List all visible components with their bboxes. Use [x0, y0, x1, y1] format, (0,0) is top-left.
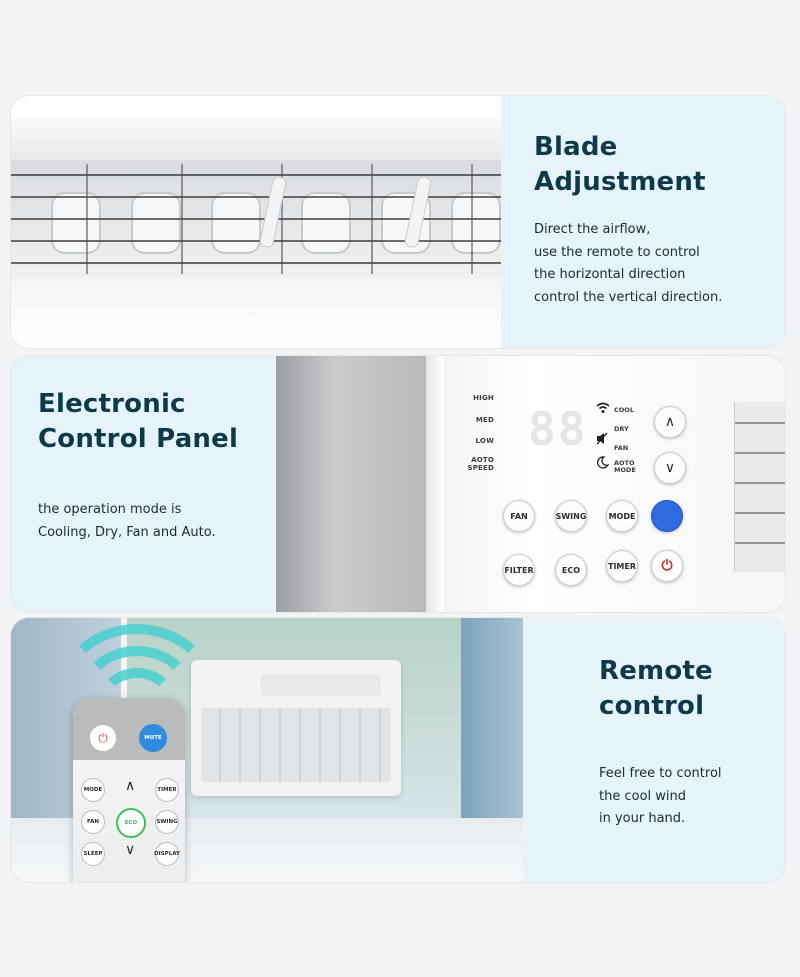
vent-grid-bar — [471, 164, 473, 274]
temperature-display: 88 — [528, 402, 588, 456]
remote-swing-button[interactable]: SWING — [155, 810, 179, 834]
window-ac-unit — [191, 660, 401, 796]
signal-icon — [77, 646, 197, 752]
eco-button[interactable]: ECO — [555, 554, 587, 586]
heading-line: Adjustment — [534, 167, 706, 197]
vent-lip — [11, 118, 501, 161]
fan-speed-label: AOTO SPEED — [467, 456, 494, 472]
section-heading: Electronic Control Panel — [38, 387, 238, 457]
control-panel-card: Electronic Control Panel the operation m… — [11, 356, 785, 612]
remote-display-button[interactable]: DISPLAY — [154, 842, 180, 866]
fan-blade — [51, 192, 101, 254]
mode-label: DRY — [614, 425, 629, 433]
louver — [735, 422, 785, 424]
louver — [735, 542, 785, 544]
blade-adjustment-card: Blade Adjustment Direct the airflow, use… — [11, 96, 785, 348]
remote-fan-button[interactable]: FAN — [81, 810, 105, 834]
mute-icon — [596, 432, 608, 448]
body-line: use the remote to control — [534, 244, 700, 260]
vent-grid-bar — [281, 164, 283, 274]
sleep-icon — [596, 456, 610, 472]
louver — [735, 452, 785, 454]
power-button[interactable]: ⏻ — [651, 550, 683, 582]
remote-top — [73, 698, 185, 760]
body-line: the cool wind — [599, 788, 687, 804]
vent-grid-bar — [86, 164, 88, 274]
fan-blade — [131, 192, 181, 254]
temp-up-button[interactable]: ∧ — [654, 406, 686, 438]
body-line: the horizontal direction — [534, 267, 686, 282]
louver — [11, 174, 501, 176]
body-line: Feel free to control — [599, 766, 722, 781]
swing-button[interactable]: SWING — [555, 500, 587, 532]
temp-down-button[interactable]: ∨ — [654, 452, 686, 484]
ac-side-housing — [276, 356, 426, 612]
heading-line: Remote — [599, 656, 713, 686]
wifi-button[interactable] — [651, 500, 683, 532]
vent-grid-bar — [371, 164, 373, 274]
heading-line: Control Panel — [38, 424, 239, 454]
remote-power-button[interactable]: ⏻ — [89, 724, 117, 752]
heading-line: Blade — [534, 132, 618, 162]
fan-speed-label: LOW — [475, 437, 494, 445]
blade-text-panel: Blade Adjustment Direct the airflow, use… — [501, 96, 785, 348]
ac-display-strip — [261, 674, 381, 696]
side-vent — [734, 402, 785, 572]
remote-photo: ⏻ MUTE MODE ∧ TIMER FAN ECO SWING SLEEP … — [11, 618, 523, 882]
remote-control-card: ⏻ MUTE MODE ∧ TIMER FAN ECO SWING SLEEP … — [11, 618, 785, 882]
vent-grid-bar — [181, 164, 183, 274]
fan-speed-label: MED — [475, 416, 494, 424]
section-heading: Blade Adjustment — [534, 130, 706, 200]
timer-button[interactable]: TIMER — [606, 550, 638, 582]
control-panel-photo: HIGH MED LOW AOTO SPEED 88 COOL DRY FAN … — [276, 356, 785, 612]
louver — [735, 512, 785, 514]
section-body: Feel free to control the cool wind in yo… — [599, 763, 722, 831]
louver — [11, 218, 501, 220]
ac-grill — [201, 708, 391, 782]
control-panel-text-panel: Electronic Control Panel the operation m… — [11, 356, 276, 612]
fan-blade — [301, 192, 351, 254]
louver — [735, 482, 785, 484]
ac-housing-edge — [426, 356, 444, 612]
section-body: the operation mode is Cooling, Dry, Fan … — [38, 499, 216, 544]
louver — [11, 262, 501, 264]
louver — [11, 196, 501, 198]
wifi-icon — [596, 402, 610, 417]
remote-text-panel: Remote control Feel free to control the … — [523, 618, 785, 882]
mode-label: AOTO MODE — [614, 459, 636, 474]
remote-timer-button[interactable]: TIMER — [155, 778, 179, 802]
mode-label: FAN — [614, 444, 629, 452]
louver — [11, 240, 501, 242]
fan-speed-label: HIGH — [473, 394, 494, 402]
fan-blade — [211, 192, 261, 254]
body-line: in your hand. — [599, 811, 686, 826]
filter-button[interactable]: FILTER — [503, 554, 535, 586]
body-line: control the vertical direction. — [534, 289, 723, 305]
remote-eco-button[interactable]: ECO — [116, 808, 146, 838]
remote-mode-button[interactable]: MODE — [81, 778, 105, 802]
body-line: Cooling, Dry, Fan and Auto. — [38, 524, 216, 540]
remote-up-button[interactable]: ∧ — [125, 778, 136, 794]
ac-vent-photo — [11, 96, 501, 348]
control-panel-face: HIGH MED LOW AOTO SPEED 88 COOL DRY FAN … — [444, 356, 744, 612]
heading-line: Electronic — [38, 389, 186, 419]
section-heading: Remote control — [599, 654, 713, 724]
remote-sleep-button[interactable]: SLEEP — [81, 842, 105, 866]
vent-bottom-panel — [11, 278, 501, 348]
fan-button[interactable]: FAN — [503, 500, 535, 532]
signal-icon — [97, 668, 177, 740]
fan-blade — [451, 192, 501, 254]
mode-button[interactable]: MODE — [606, 500, 638, 532]
remote-down-button[interactable]: ∨ — [125, 842, 136, 858]
remote-controller: ⏻ MUTE MODE ∧ TIMER FAN ECO SWING SLEEP … — [73, 698, 185, 882]
signal-icon — [57, 624, 217, 764]
section-body: Direct the airflow, use the remote to co… — [534, 219, 722, 309]
mode-label: COOL — [614, 406, 634, 414]
body-line: the operation mode is — [38, 502, 182, 517]
heading-line: control — [599, 691, 705, 721]
body-line: Direct the airflow, — [534, 222, 651, 237]
remote-mute-button[interactable]: MUTE — [139, 724, 167, 752]
